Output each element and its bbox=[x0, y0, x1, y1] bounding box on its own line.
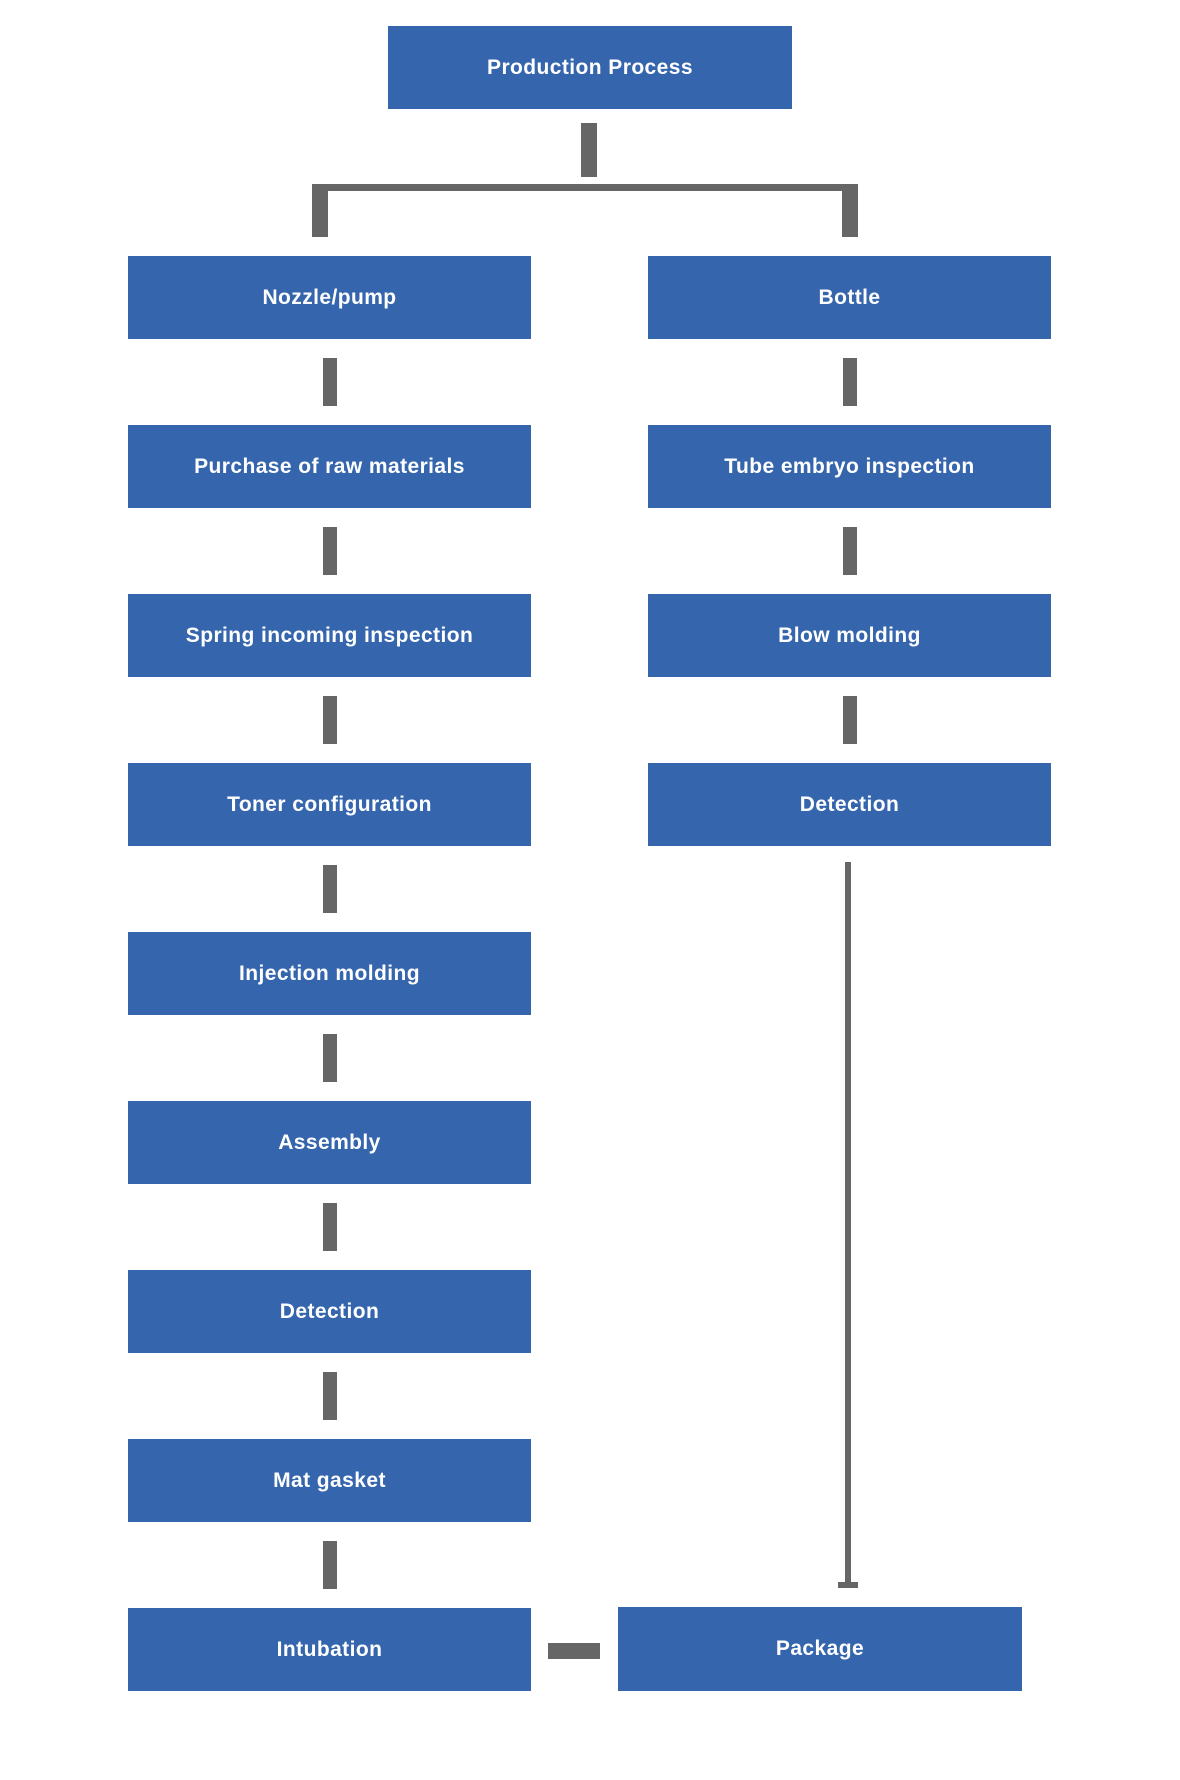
connector-branch-right-elbow bbox=[842, 184, 858, 237]
node-spring-incoming-inspection: Spring incoming inspection bbox=[128, 594, 531, 677]
node-injection-molding: Injection molding bbox=[128, 932, 531, 1015]
connector-left-1 bbox=[323, 358, 337, 406]
connector-left-2 bbox=[323, 527, 337, 575]
node-bottle: Bottle bbox=[648, 256, 1051, 339]
connector-branch-hline bbox=[312, 184, 858, 191]
connector-detection-package-cap bbox=[838, 1582, 858, 1588]
connector-detection-package-line bbox=[845, 862, 851, 1582]
connector-left-6 bbox=[323, 1203, 337, 1251]
node-package: Package bbox=[618, 1607, 1022, 1691]
node-detection-right: Detection bbox=[648, 763, 1051, 846]
node-nozzle-pump: Nozzle/pump bbox=[128, 256, 531, 339]
node-intubation: Intubation bbox=[128, 1608, 531, 1691]
connector-right-1 bbox=[843, 358, 857, 406]
connector-branch-left-elbow bbox=[312, 184, 328, 237]
node-blow-molding: Blow molding bbox=[648, 594, 1051, 677]
connector-right-3 bbox=[843, 696, 857, 744]
node-purchase-of-raw-materials: Purchase of raw materials bbox=[128, 425, 531, 508]
node-mat-gasket: Mat gasket bbox=[128, 1439, 531, 1522]
connector-left-8 bbox=[323, 1541, 337, 1589]
connector-left-3 bbox=[323, 696, 337, 744]
node-tube-embryo-inspection: Tube embryo inspection bbox=[648, 425, 1051, 508]
connector-root-stem bbox=[581, 123, 597, 177]
node-production-process: Production Process bbox=[388, 26, 792, 109]
node-toner-configuration: Toner configuration bbox=[128, 763, 531, 846]
connector-left-7 bbox=[323, 1372, 337, 1420]
connector-right-2 bbox=[843, 527, 857, 575]
connector-intubation-package-dash bbox=[548, 1643, 600, 1659]
node-detection-left: Detection bbox=[128, 1270, 531, 1353]
node-assembly: Assembly bbox=[128, 1101, 531, 1184]
connector-left-4 bbox=[323, 865, 337, 913]
connector-left-5 bbox=[323, 1034, 337, 1082]
